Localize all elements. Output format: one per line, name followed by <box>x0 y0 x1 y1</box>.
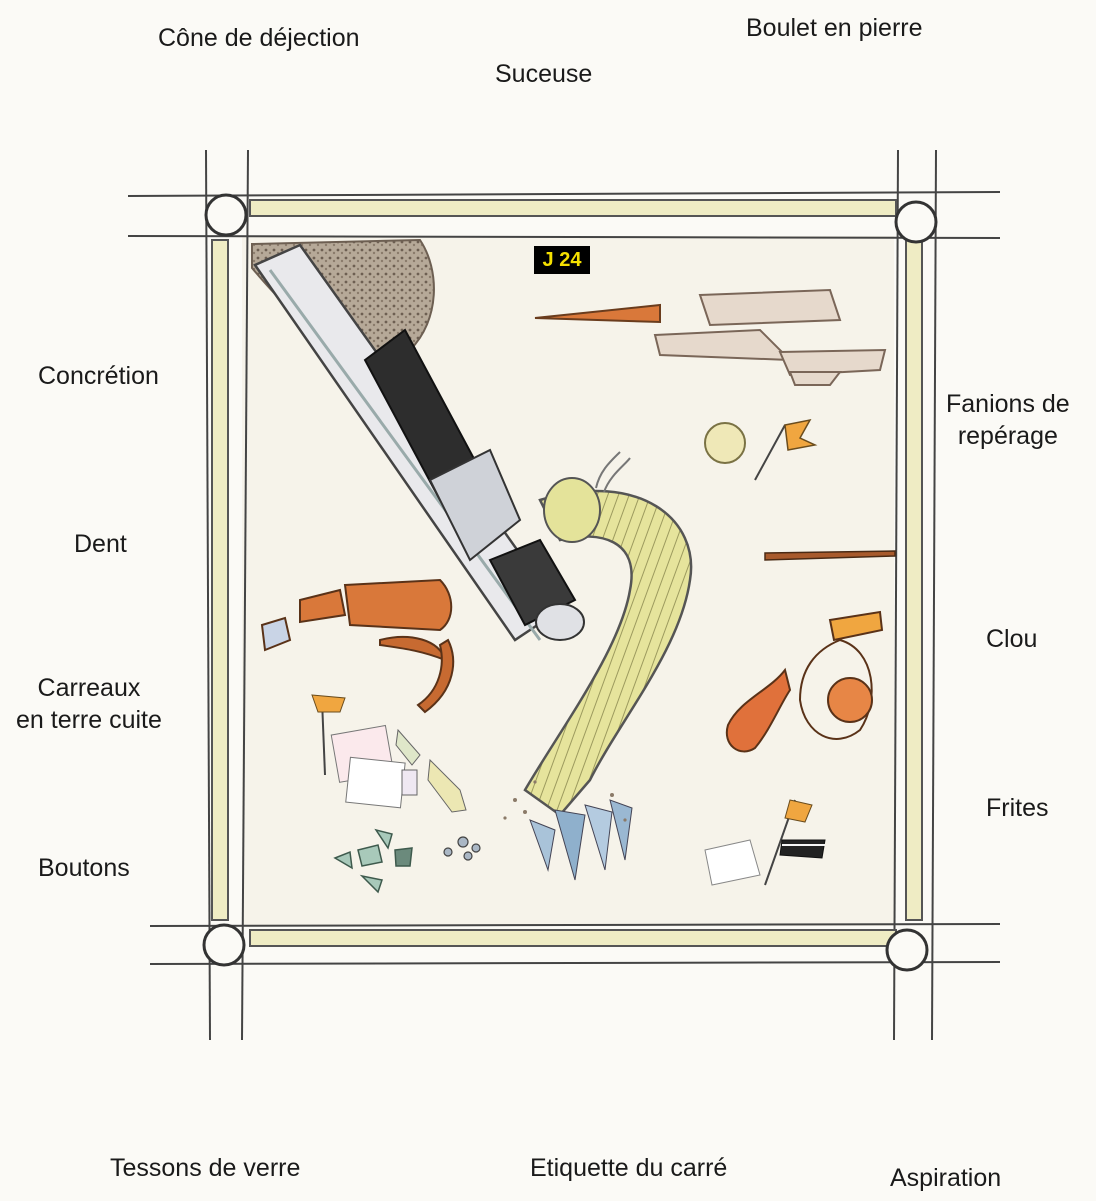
label-carreaux-line1: Carreaux <box>16 672 162 704</box>
square-label-tag: J 24 <box>534 246 590 274</box>
label-clou: Clou <box>986 623 1037 655</box>
label-suceuse: Suceuse <box>495 58 592 90</box>
stone-ball <box>705 423 745 463</box>
label-carreaux: Carreaux en terre cuite <box>16 672 162 736</box>
label-dent: Dent <box>74 528 127 560</box>
hose-cuff <box>544 478 600 542</box>
tube-end <box>536 604 584 640</box>
label-aspiration: Aspiration <box>890 1162 1001 1194</box>
label-fanions-reperage: Fanions de repérage <box>946 388 1070 452</box>
label-carreaux-line2: en terre cuite <box>16 704 162 736</box>
label-tessons-verre: Tessons de verre <box>110 1152 300 1184</box>
label-fanions-line2: repérage <box>946 420 1070 452</box>
label-concretion: Concrétion <box>38 360 159 392</box>
label-frites: Frites <box>986 792 1049 824</box>
label-boutons: Boutons <box>38 852 130 884</box>
label-etiquette-carre: Etiquette du carré <box>530 1152 727 1184</box>
label-cone-dejection: Cône de déjection <box>158 22 360 54</box>
label-fanions-line1: Fanions de <box>946 388 1070 420</box>
label-boulet-pierre: Boulet en pierre <box>746 12 923 44</box>
